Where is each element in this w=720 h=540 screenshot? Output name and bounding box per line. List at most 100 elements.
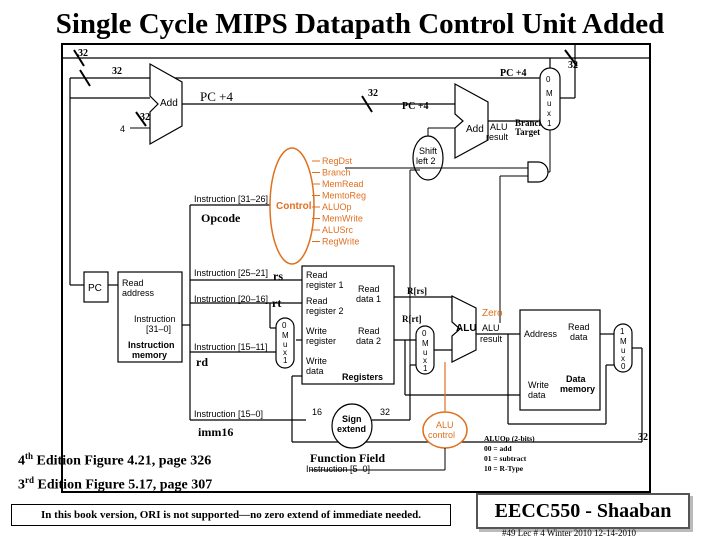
instr-15-0: Instruction [15–0] <box>194 409 263 419</box>
alu-result-out-label: ALU <box>482 323 500 333</box>
alusrc-mux: 0 M u x 1 <box>415 325 435 375</box>
width-32-label: 32 <box>380 407 390 417</box>
aluop-legend-line: ALUOp (2-bits) <box>484 434 535 443</box>
svg-text:M: M <box>422 339 429 348</box>
read-data-label: data <box>570 332 588 342</box>
instr-5-0: Instruction [5–0] <box>306 464 370 474</box>
alu-result-out-label: result <box>480 334 503 344</box>
svg-text:0: 0 <box>422 329 427 338</box>
control-unit <box>269 147 315 265</box>
branch-and-gate <box>527 161 549 183</box>
function-field-label: Function Field <box>310 451 385 465</box>
svg-text:ALU: ALU <box>456 323 477 334</box>
data-memory <box>519 309 601 411</box>
branch-target-label: Branch <box>515 118 544 128</box>
svg-text:Add: Add <box>160 98 178 109</box>
instruction-memory-label: memory <box>132 350 167 360</box>
r-rs-label: R[rs] <box>407 286 427 296</box>
svg-text:0: 0 <box>546 75 551 84</box>
width-label-32: 32 <box>78 48 88 59</box>
pc-mux: 0 M u x 1 <box>539 67 561 131</box>
edition-line-3rd: 3rd Edition Figure 5.17, page 307 <box>18 471 212 495</box>
branch-adder: Add <box>454 82 489 160</box>
read-register-2-label: register 2 <box>306 306 344 316</box>
control-signal-regdst: RegDst <box>322 156 353 166</box>
diagram-frame <box>61 43 651 493</box>
width-16-label: 16 <box>312 407 322 417</box>
sign-extend-label: extend <box>337 424 366 434</box>
svg-text:x: x <box>621 354 625 363</box>
width-label-32: 32 <box>140 112 150 123</box>
alu-control-label: ALU <box>436 420 454 430</box>
constant-four: 4 <box>120 124 125 134</box>
control-signal-memwrite: MemWrite <box>322 214 363 224</box>
aluop-legend-line: 00 = add <box>484 444 512 453</box>
rt-label: rt <box>272 296 281 310</box>
branch-target-label: Target <box>515 127 540 137</box>
instr-31-26: Instruction [31–26] <box>194 194 268 204</box>
svg-text:1: 1 <box>620 327 625 336</box>
instruction-bus <box>182 204 306 421</box>
width-label-32: 32 <box>368 88 378 99</box>
control-signal-alusrc: ALUSrc <box>322 225 354 235</box>
r-rt-label: R[rt] <box>402 314 422 324</box>
ori-note: In this book version, ORI is not support… <box>11 504 451 526</box>
imm16-label: imm16 <box>198 425 233 439</box>
pc-plus-4-upper: PC +4 <box>500 68 527 79</box>
register-file <box>301 265 395 385</box>
slide-footer: #49 Lec # 4 Winter 2010 12-14-2010 <box>502 528 636 538</box>
svg-text:u: u <box>283 340 287 349</box>
read-data-2-label: Read <box>358 326 380 336</box>
sign-extend-label: Sign <box>342 414 362 424</box>
svg-text:M: M <box>620 337 627 346</box>
write-data-label: Write <box>306 356 327 366</box>
read-data-1-label: data 1 <box>356 294 381 304</box>
instruction-memory <box>117 271 183 363</box>
control-signal-memtoreg: MemtoReg <box>322 191 366 201</box>
aluop-legend-line: 10 = R-Type <box>484 464 524 473</box>
instr-20-16: Instruction [20–16] <box>194 294 268 304</box>
zero-label: Zero <box>482 308 503 319</box>
edition-line-4th: 4th Edition Figure 4.21, page 326 <box>18 447 212 471</box>
alu-control-label: control <box>428 430 455 440</box>
svg-text:M: M <box>546 89 553 98</box>
edition-text: Edition Figure 5.17, page 307 <box>34 477 213 493</box>
edition-text: Edition Figure 4.21, page 326 <box>33 453 212 469</box>
write-data-mem-label: data <box>528 390 546 400</box>
svg-text:M: M <box>282 331 289 340</box>
instruction-memory-label: Instruction <box>128 340 175 350</box>
control-signal-memread: MemRead <box>322 179 364 189</box>
read-register-1-label: register 1 <box>306 280 344 290</box>
alu-result-label: ALU <box>490 122 508 132</box>
aluop-legend-line: 01 = subtract <box>484 454 527 463</box>
edition-sup: rd <box>25 474 34 485</box>
read-data-label: Read <box>568 322 590 332</box>
memtoreg-mux: 1 M u x 0 <box>613 323 633 373</box>
svg-text:u: u <box>621 346 625 355</box>
data-memory-label: Data <box>566 374 587 384</box>
read-data-1-label: Read <box>358 284 380 294</box>
alu-result-label: result <box>486 132 509 142</box>
shift-left-2-label: Shift <box>419 146 438 156</box>
svg-text:1: 1 <box>283 356 288 365</box>
width-label-32: 32 <box>638 432 648 443</box>
read-register-2-label: Read <box>306 296 328 306</box>
edition-num: 3 <box>18 477 25 493</box>
control-signal-aluop: ALUOp <box>322 202 352 212</box>
pc-plus-4-label: PC +4 <box>402 101 429 112</box>
svg-text:0: 0 <box>621 362 626 371</box>
regdst-mux: 0 M u x 1 <box>275 317 295 369</box>
pc-label: PC <box>88 283 102 294</box>
sign-extend <box>331 403 373 449</box>
control-label: Control <box>276 201 312 212</box>
pc-plus-4-label: PC +4 <box>200 89 233 104</box>
page-title: Single Cycle MIPS Datapath Control Unit … <box>55 8 665 40</box>
data-memory-label: memory <box>560 384 595 394</box>
svg-text:u: u <box>547 99 551 108</box>
registers-label: Registers <box>342 372 383 382</box>
svg-text:1: 1 <box>547 119 552 128</box>
opcode-label: Opcode <box>201 211 241 225</box>
pc-adder: Add <box>149 62 183 146</box>
